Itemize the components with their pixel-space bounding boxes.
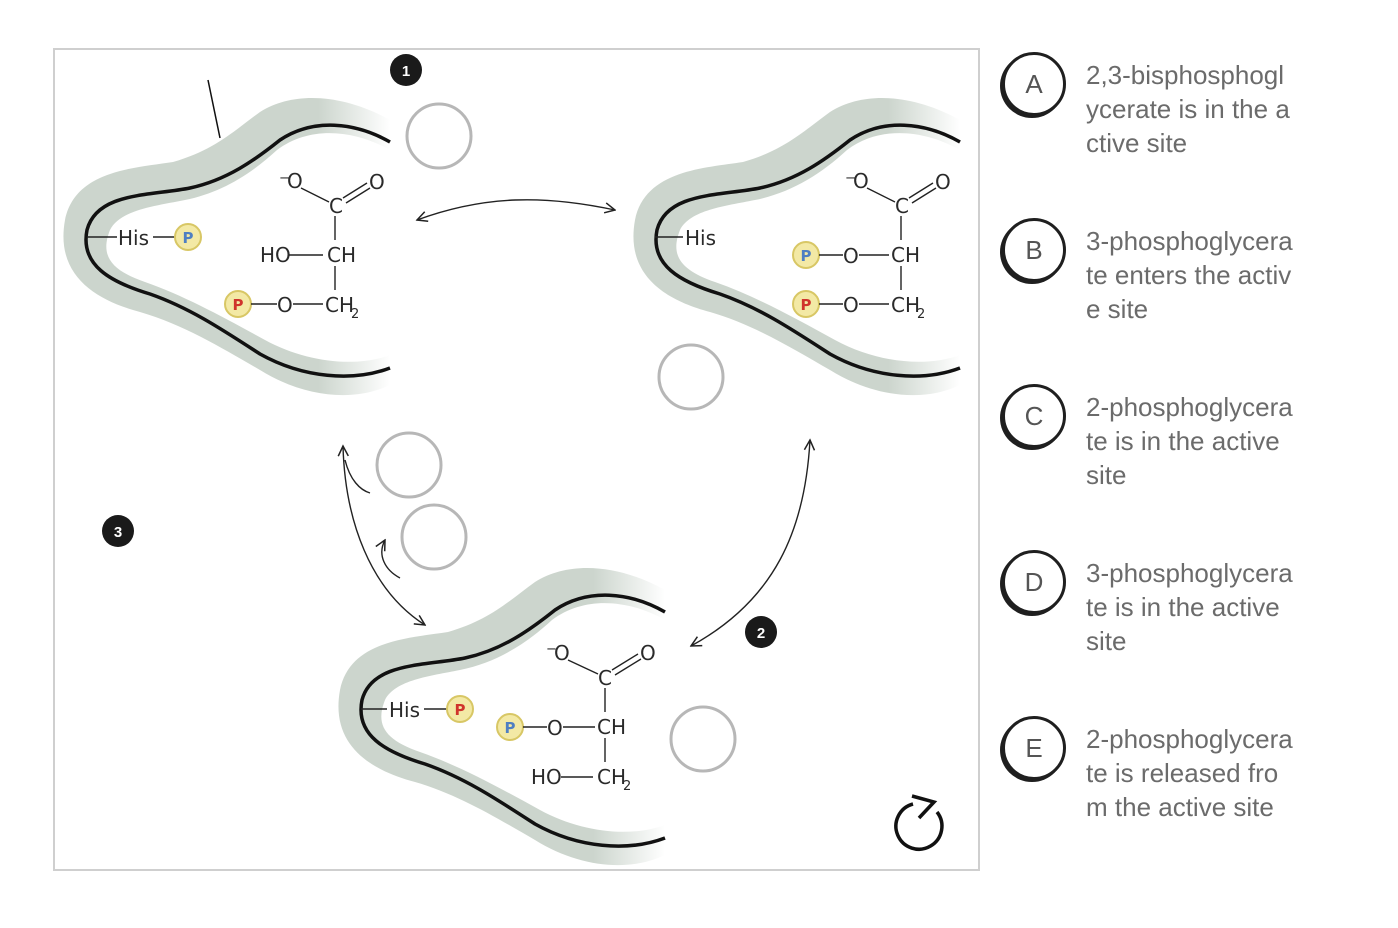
svg-text:2: 2 <box>351 307 359 322</box>
carboxyl-carbon: C <box>598 666 612 690</box>
hydroxyl-label: HO <box>260 243 291 267</box>
enzyme-surface <box>63 98 390 396</box>
svg-text:P: P <box>801 296 812 314</box>
enzyme-surface <box>338 568 665 866</box>
carbonyl-oxygen: O <box>935 170 951 194</box>
ch2-label: CH <box>325 293 354 317</box>
option-d-text: 3-phosphoglycerate is in the active site <box>1086 558 1293 656</box>
ester-oxygen: O <box>547 716 563 740</box>
ester-oxygen: O <box>277 293 293 317</box>
phosphate-blue-icon: P <box>174 223 202 251</box>
enzyme-outline <box>359 593 666 848</box>
release-arrow <box>344 459 371 494</box>
equilibrium-arrow-left <box>343 446 425 625</box>
minus-sign: − <box>546 642 557 657</box>
his-label: His <box>389 698 420 722</box>
his-label: His <box>685 226 716 250</box>
mechanism-diagram: His P − O C O HO CH P O CH 2 His − <box>63 54 961 866</box>
svg-text:P: P <box>183 229 194 247</box>
ester-oxygen: O <box>843 293 859 317</box>
ch2-label: CH <box>891 293 920 317</box>
carbonyl-oxygen: O <box>369 170 385 194</box>
svg-text:3: 3 <box>114 524 122 541</box>
drop-zone-1[interactable] <box>405 102 473 170</box>
refresh-icon[interactable] <box>885 792 955 862</box>
minus-sign: − <box>845 171 856 186</box>
carboxylate-oxygen: O <box>287 169 303 193</box>
option-d-token[interactable]: D <box>1002 550 1066 614</box>
enzyme-surface <box>633 98 960 396</box>
option-e-text: 2-phosphoglycerate is released from the … <box>1086 724 1293 822</box>
svg-text:2: 2 <box>623 779 631 794</box>
step-3-badge: 3 <box>102 515 134 547</box>
ch-label: CH <box>597 715 626 739</box>
phosphate-blue-icon: P <box>496 713 524 741</box>
enzyme-bottom: His P − O C O P O CH HO CH 2 <box>338 568 666 866</box>
option-b-text: 3-phosphoglycerate enters the active sit… <box>1086 226 1293 324</box>
hydroxyl-label: HO <box>531 765 562 789</box>
drop-zone-2[interactable] <box>657 343 725 411</box>
phosphate-red-icon: P <box>446 695 474 723</box>
option-e-token[interactable]: E <box>1002 716 1066 780</box>
enzyme-outline <box>654 123 961 378</box>
minus-sign: − <box>279 171 290 186</box>
equilibrium-arrow-right <box>691 440 810 646</box>
svg-text:P: P <box>505 719 516 737</box>
svg-text:P: P <box>801 247 812 265</box>
diagram-panel: His P − O C O HO CH P O CH 2 His − <box>53 48 980 871</box>
pointer-line <box>207 79 221 139</box>
his-label: His <box>118 226 149 250</box>
carboxylate-oxygen: O <box>554 641 570 665</box>
phosphate-blue-icon: P <box>792 241 820 269</box>
option-b-token[interactable]: B <box>1002 218 1066 282</box>
option-a-text: 2,3-bisphosphoglycerate is in the active… <box>1086 60 1290 158</box>
carbonyl-oxygen: O <box>640 641 656 665</box>
ch-label: CH <box>891 243 920 267</box>
entry-arrow <box>382 540 401 579</box>
drop-zone-4[interactable] <box>400 503 468 571</box>
phosphate-red-icon: P <box>792 290 820 318</box>
option-a-token[interactable]: A <box>1002 52 1066 116</box>
step-2-badge: 2 <box>745 616 777 648</box>
svg-text:P: P <box>455 701 466 719</box>
drop-zone-3[interactable] <box>375 431 443 499</box>
equilibrium-arrow-top <box>417 199 615 220</box>
ch-label: CH <box>327 243 356 267</box>
option-c-token[interactable]: C <box>1002 384 1066 448</box>
phosphate-red-icon: P <box>224 290 252 318</box>
answer-options: A 2,3-bisphosphoglycerate is in the acti… <box>1000 48 1300 871</box>
svg-text:2: 2 <box>917 307 925 322</box>
ch2-label: CH <box>597 765 626 789</box>
svg-text:P: P <box>233 296 244 314</box>
ester-oxygen: O <box>843 244 859 268</box>
step-1-badge: 1 <box>390 54 422 86</box>
option-c-text: 2-phosphoglycerate is in the active site <box>1086 392 1293 490</box>
carboxyl-carbon: C <box>329 194 343 218</box>
carboxyl-carbon: C <box>895 194 909 218</box>
drop-zone-5[interactable] <box>669 705 737 773</box>
enzyme-top-right: His − O C O P O CH P O CH 2 <box>633 98 961 396</box>
carboxylate-oxygen: O <box>853 169 869 193</box>
svg-text:2: 2 <box>757 625 765 642</box>
svg-text:1: 1 <box>402 63 410 80</box>
enzyme-outline <box>84 123 391 378</box>
enzyme-top-left: His P − O C O HO CH P O CH 2 <box>63 79 391 396</box>
